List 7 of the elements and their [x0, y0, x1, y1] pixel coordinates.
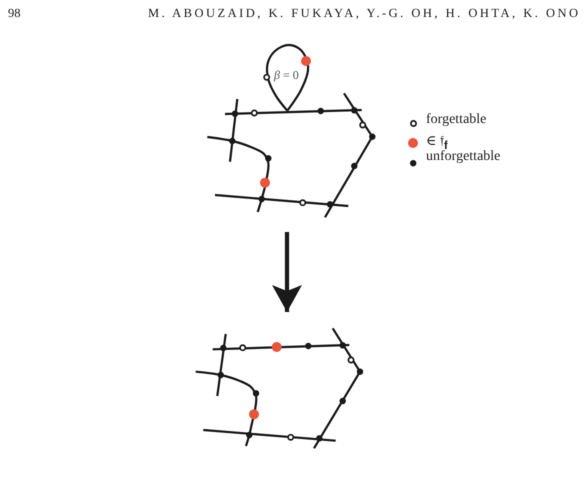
arrow [272, 232, 302, 312]
legend-label: unforgettable [426, 150, 500, 164]
page-number: 98 [8, 7, 20, 20]
legend-label: ∈ 𝔣$_{𝐟}$ [426, 135, 448, 152]
running-header: M. ABOUZAID, K. FUKAYA, Y.-G. OH, H. OHTA, K. ONO [148, 7, 580, 20]
legend-label: forgettable [426, 113, 486, 127]
math-label: β = 0 [274, 69, 299, 81]
